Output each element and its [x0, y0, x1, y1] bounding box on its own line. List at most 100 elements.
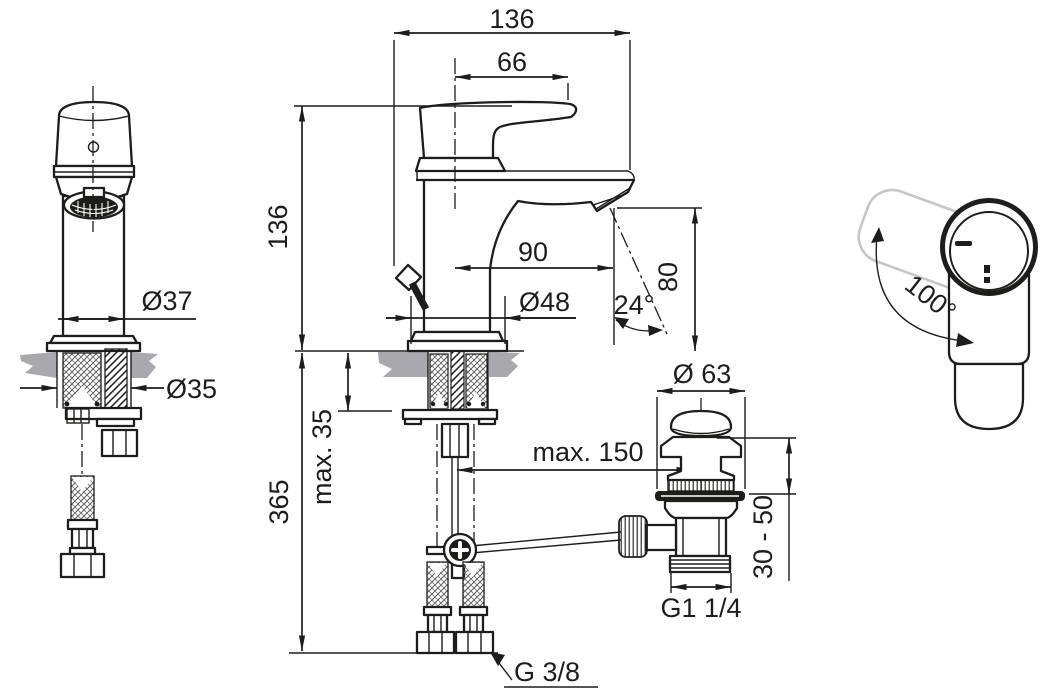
- countertop-right-section-side: [489, 352, 520, 377]
- hose-chevron-left: [428, 563, 446, 577]
- base-plinth-lower-side: [406, 339, 509, 353]
- flange-detail-box: [66, 408, 90, 424]
- dim-label-height: 136: [263, 204, 293, 249]
- dim-label-base-dia: Ø48: [519, 287, 570, 317]
- mounting-nut-front: [100, 428, 139, 458]
- dim-label-deck-range: 30 - 50: [748, 495, 778, 579]
- braid-dot: [480, 401, 486, 407]
- waste-body-upper: [659, 435, 743, 482]
- cold-indicator-mark: [984, 265, 990, 273]
- hose-nut-facets: [73, 554, 92, 577]
- washer-foot-left: [403, 417, 423, 426]
- cold-indicator-mark2: [984, 277, 990, 283]
- handle-bonnet-outer: [940, 198, 1038, 296]
- hose-chevron-right: [464, 563, 482, 577]
- angle-arrow-left: [614, 317, 629, 329]
- nut-facets: [112, 430, 127, 456]
- dim-label-spout-dia: Ø37: [141, 286, 192, 316]
- arc-arrow-up: [871, 227, 884, 243]
- hose-neck-slots: [433, 615, 478, 632]
- handle-lever-side: [418, 100, 578, 160]
- flow-straightener-tab: [82, 186, 106, 199]
- dim-label-flange-dia: Ø 63: [673, 359, 732, 389]
- handle-collar-side: [414, 156, 507, 173]
- base-plinth-upper-side: [409, 330, 505, 343]
- leader-arrow: [490, 652, 505, 666]
- countertop-left-section: [20, 352, 57, 378]
- dim-base-dia-48: Ø48: [386, 287, 576, 344]
- dim-label-supply-thread: G 3/8: [514, 657, 580, 687]
- waste-plug-cap: [669, 409, 733, 438]
- dim-label-handle-reach: 66: [497, 47, 527, 77]
- dim-label-install-height: 365: [264, 479, 294, 524]
- hose-collar-front: [66, 518, 99, 531]
- countertop-right-section: [131, 352, 158, 378]
- popup-rod-stem: [408, 281, 430, 311]
- dim-supply-thread-g38: G 3/8: [490, 652, 598, 688]
- plug-cap-rim: [672, 428, 730, 435]
- hose-neck-slots: [78, 529, 88, 548]
- lift-rod-link: [470, 531, 622, 554]
- dim-label-waste-thread: G1 1/4: [660, 593, 741, 623]
- hot-indicator-mark: [955, 241, 972, 246]
- braid-dot: [443, 401, 449, 407]
- braid-dot: [94, 401, 100, 407]
- dim-label-stream-angle: 24°: [614, 290, 655, 320]
- hose-chevron-front: [72, 477, 93, 492]
- hose-neck-right: [462, 613, 485, 634]
- pop-up-waste-view: Ø 63 30 - 50 G1 1/4: [618, 359, 796, 623]
- thread-lines: [670, 559, 730, 569]
- dim-deck-range-3050: 30 - 50: [717, 437, 796, 581]
- handle-bonnet-inner: [949, 211, 1029, 291]
- braid-dot: [64, 401, 70, 407]
- rod-knurled-nut: [618, 515, 648, 558]
- aerator-grid: [71, 201, 117, 217]
- hex-facets: [449, 424, 460, 457]
- rod-collar: [644, 523, 678, 552]
- waste-body-lower: [663, 499, 739, 520]
- braid-chevron-front: [65, 386, 99, 408]
- washer-foot-right: [477, 417, 497, 426]
- shank-walls-side: [427, 351, 489, 410]
- hose-nut-left: [415, 630, 456, 655]
- hose-centerlines: [436, 424, 475, 558]
- shank-stud: [450, 350, 465, 410]
- barrel-lines: [682, 518, 720, 556]
- dim-spout-reach-90: 90: [455, 237, 613, 272]
- shank-walls-front: [56, 351, 132, 408]
- side-view: 136 66 136 90 Ø48 80: [263, 4, 702, 688]
- handle-top-rim: [58, 115, 130, 122]
- dim-rod-to-waste-150: max. 150: [457, 437, 692, 474]
- dim-handle-66: 66: [455, 47, 569, 100]
- angle-arrow-right: [648, 325, 663, 336]
- dim-shank-dia: Ø35: [20, 374, 217, 404]
- handle-top-view: 100°: [857, 188, 1038, 431]
- handle-front: [54, 100, 134, 168]
- braid-chevron-right: [467, 392, 485, 408]
- braid-dot: [466, 401, 472, 407]
- hose-nut-facets: [428, 632, 482, 653]
- hose-collar-left: [422, 605, 453, 617]
- dim-label-deck-max: max. 35: [307, 409, 337, 505]
- dim-label-depth: 136: [489, 4, 534, 34]
- arc-arrow-right: [956, 333, 974, 347]
- hose-nut-right: [454, 630, 495, 655]
- dim-depth-136: 136: [393, 4, 631, 266]
- water-stream-line: [609, 207, 668, 335]
- waste-barrel: [674, 516, 728, 558]
- threaded-stud-front: [104, 348, 128, 409]
- dim-deck-max-35: max. 35: [307, 353, 392, 505]
- aerator-face-lines: [592, 187, 631, 210]
- countertop-left-section-side: [378, 352, 428, 377]
- hose-neck-front: [70, 527, 95, 550]
- pivot-cross-icon: [451, 541, 469, 559]
- dim-label-outlet-height: 80: [653, 262, 683, 292]
- spout-top-edge: [416, 170, 635, 181]
- dim-label-rod-to-waste: max. 150: [532, 437, 643, 467]
- mounting-washer: [401, 408, 499, 421]
- dim-label-spout-reach: 90: [518, 237, 548, 267]
- base-plinth-lower-front: [45, 341, 142, 353]
- hose-nut-front: [59, 552, 106, 579]
- braid-dot: [430, 401, 436, 407]
